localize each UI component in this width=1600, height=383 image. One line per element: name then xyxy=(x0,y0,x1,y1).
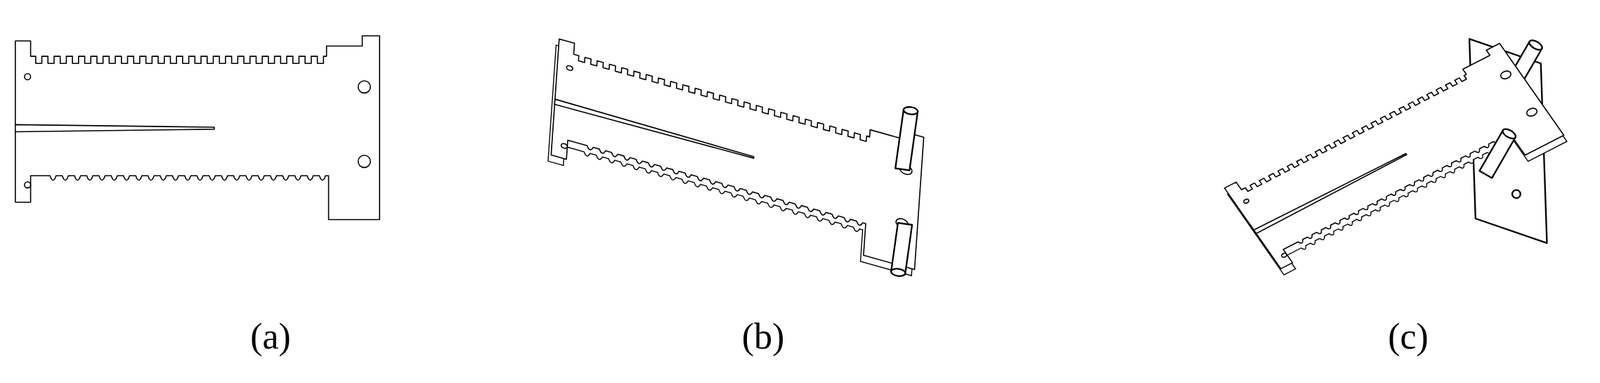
slot xyxy=(554,99,754,161)
hole xyxy=(560,142,568,149)
pin xyxy=(890,222,913,277)
flat-plate-view xyxy=(15,35,380,220)
subfigure-label: (c) xyxy=(1323,314,1493,359)
toothed-plate xyxy=(15,35,380,220)
hole xyxy=(358,80,371,93)
toothed-plate xyxy=(550,35,924,270)
pin xyxy=(1479,127,1518,178)
subfigure-label: (b) xyxy=(678,314,848,359)
hole xyxy=(566,65,573,72)
hole xyxy=(1243,198,1251,204)
pin xyxy=(895,106,919,171)
folded-plate-view xyxy=(1222,38,1567,284)
hole xyxy=(358,155,371,168)
subfigure-label: (a) xyxy=(186,314,355,359)
toothed-plate xyxy=(1222,43,1564,278)
slot xyxy=(15,124,215,132)
hole xyxy=(1524,106,1539,119)
hole xyxy=(1280,252,1289,258)
pinned-plate-view xyxy=(547,35,925,277)
slot xyxy=(1253,152,1408,234)
hole xyxy=(1498,69,1513,81)
hole xyxy=(24,73,31,81)
hole xyxy=(24,181,31,189)
